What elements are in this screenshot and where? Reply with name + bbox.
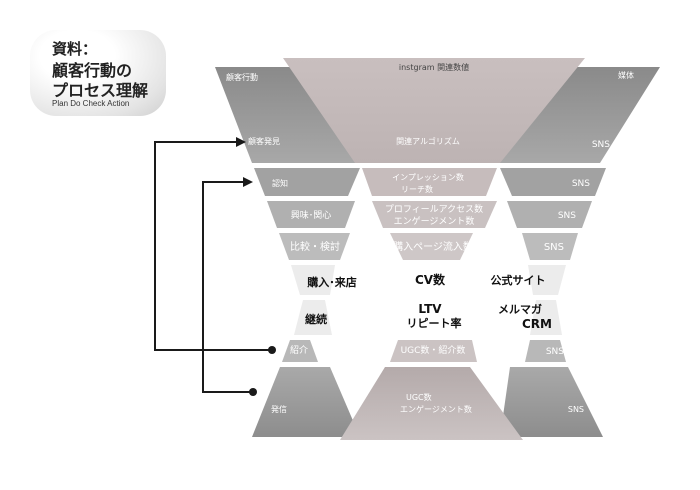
media-label: 公式サイト <box>491 273 546 287</box>
media-label: SNS <box>592 140 610 150</box>
band-right-2 <box>500 168 606 196</box>
title-badge: 資料： 顧客行動の プロセス理解 Plan Do Check Action <box>30 30 166 116</box>
header-metrics: instgram 関連数値 <box>399 62 469 72</box>
behavior-label: 比較・検討 <box>290 240 340 253</box>
behavior-label: 発信 <box>271 404 287 414</box>
metric-label: CV数 <box>415 272 446 287</box>
behavior-label: 継続 <box>305 312 327 326</box>
band-left-4 <box>279 233 350 260</box>
band-left-2 <box>254 168 360 196</box>
metric-label: UGC数・紹介数 <box>401 344 466 356</box>
header-media: 媒体 <box>618 70 634 80</box>
band-right-3 <box>507 201 592 228</box>
header-behavior: 顧客行動 <box>226 72 258 82</box>
dot-icon <box>249 388 257 396</box>
behavior-label: 興味･関心 <box>291 209 332 221</box>
band-left-3 <box>267 201 355 228</box>
behavior-label: 顧客発見 <box>248 136 280 146</box>
metric-label: インプレッション数 <box>392 172 464 182</box>
band-right-5 <box>528 265 566 295</box>
band-right-4 <box>522 233 578 260</box>
arrow-sending-to-awareness <box>202 181 253 393</box>
band-center-2 <box>362 168 497 196</box>
media-label: CRM <box>522 317 552 331</box>
metric-label: LTV <box>418 302 442 316</box>
media-label: メルマガ <box>498 302 542 316</box>
badge-title-line1: 顧客行動の <box>52 61 133 80</box>
metric-label: プロフィールアクセス数 <box>385 203 483 215</box>
band-center-1 <box>283 58 585 163</box>
band-left-7 <box>282 340 318 362</box>
band-right-6 <box>530 300 562 335</box>
badge-label: 資料： <box>52 40 98 58</box>
behavior-label: 紹介 <box>290 344 308 356</box>
band-right-1 <box>490 67 660 163</box>
dot-icon <box>268 346 276 354</box>
band-right-7 <box>525 340 566 362</box>
band-right-8 <box>500 367 603 437</box>
band-left-1 <box>215 67 370 163</box>
metric-label: リピート率 <box>407 316 462 330</box>
media-label: SNS <box>544 242 564 253</box>
metric-label: エンゲージメント数 <box>394 215 475 227</box>
metric-label: 購入ページ流入数 <box>393 240 473 253</box>
media-label: SNS <box>558 211 576 221</box>
metric-label: エンゲージメント数 <box>400 404 472 414</box>
band-center-7 <box>390 340 477 362</box>
media-label: SNS <box>572 179 590 189</box>
behavior-label: 購入･来店 <box>306 275 357 289</box>
metric-label: 関連アルゴリズム <box>396 136 460 146</box>
band-center-3 <box>372 201 497 228</box>
arrow-head-icon <box>236 137 246 147</box>
behavior-label: 認知 <box>272 178 288 188</box>
band-center-8 <box>340 367 523 440</box>
band-left-6 <box>294 300 332 335</box>
badge-title-line2: プロセス理解 <box>52 81 149 100</box>
arrow-head-icon <box>243 177 253 187</box>
metric-label: UGC数 <box>406 392 432 402</box>
metric-label: リーチ数 <box>401 184 433 194</box>
media-label: SNS <box>546 347 564 357</box>
badge-subtitle: Plan Do Check Action <box>52 99 130 108</box>
band-left-5 <box>291 265 335 295</box>
band-left-8 <box>252 367 360 437</box>
band-center-4 <box>390 233 473 260</box>
arrow-referral-to-discovery <box>154 141 272 351</box>
media-label: SNS <box>568 405 584 414</box>
